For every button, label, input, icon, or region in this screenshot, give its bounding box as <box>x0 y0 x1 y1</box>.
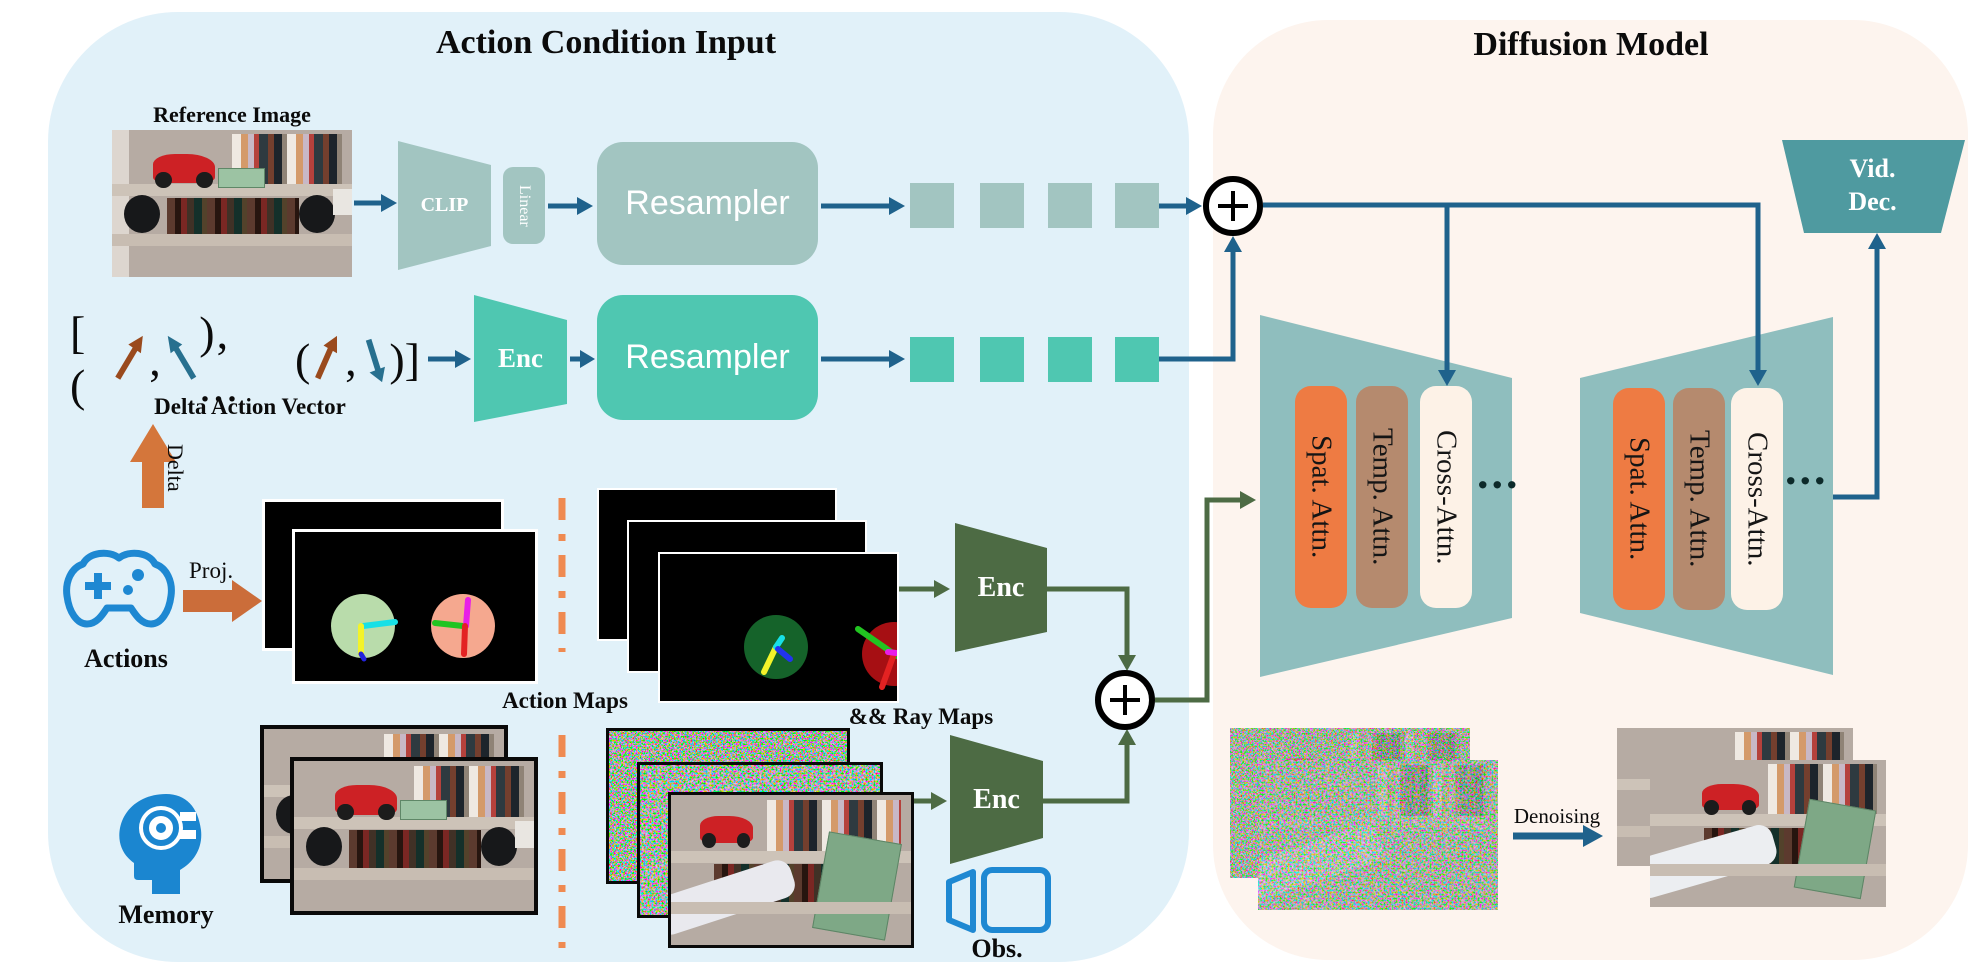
enc-action-label: Enc <box>497 343 543 373</box>
brain-memory-icon <box>119 794 202 894</box>
comma-2: , <box>345 333 357 385</box>
memory-label: Memory <box>118 900 214 929</box>
plus-circle-bottom <box>1095 670 1155 730</box>
delta-action-vector-label: Delta Action Vector <box>154 394 346 419</box>
token-gray-3 <box>1048 183 1092 228</box>
delta-up-arrow <box>130 424 176 508</box>
left-panel-title: Action Condition Input <box>435 24 777 61</box>
vid-dec-label: Vid. Dec. <box>1848 154 1897 216</box>
action-map-front <box>292 529 538 684</box>
unet2-ellipsis: ... <box>1785 443 1829 494</box>
unet2-cross-attn-pill: Cross-Attn. <box>1731 388 1783 610</box>
token-teal-3 <box>1048 337 1092 382</box>
reference-image <box>112 130 352 277</box>
green-arrows <box>898 491 1256 810</box>
enc-obs-label: Enc <box>973 783 1020 815</box>
bracket-close: )] <box>389 333 420 385</box>
unet1-spat-attn-pill: Spat. Attn. <box>1295 386 1347 608</box>
obs-label: Obs. <box>971 934 1023 963</box>
token-teal-1 <box>910 337 954 382</box>
comma-1: , <box>149 333 161 385</box>
resampler-top-box: Resampler <box>597 142 818 265</box>
token-teal-2 <box>980 337 1024 382</box>
enc-ray-label: Enc <box>977 571 1025 603</box>
ray-map-circles <box>744 615 897 690</box>
memory-photo-front <box>290 757 538 915</box>
actions-label: Actions <box>84 644 168 673</box>
delta-arrow-label: Delta <box>163 444 188 492</box>
arrow-nw-blue-icon <box>167 335 196 380</box>
denoised-photo-front <box>1650 760 1886 907</box>
arrow-down-blue-icon <box>365 338 385 383</box>
arrow-ne-brown-icon <box>114 335 143 380</box>
enc-action-trapezoid <box>474 295 567 422</box>
video-camera-icon <box>946 867 1051 933</box>
arrow-ne-brown-2-icon <box>315 335 338 380</box>
ray-map-front <box>658 552 899 703</box>
plus-circle-top <box>1203 176 1263 236</box>
action-map-circles <box>331 594 495 662</box>
token-gray-1 <box>910 183 954 228</box>
noisy-latent-front <box>1258 760 1498 910</box>
clip-label: CLIP <box>420 194 469 216</box>
denoising-label: Denoising <box>1513 804 1601 828</box>
paren-open-2: ( <box>295 333 311 385</box>
unet1-ellipsis: ... <box>1477 447 1521 498</box>
vid-dec-trapezoid <box>1782 140 1965 233</box>
linear-box: Linear <box>503 167 545 244</box>
enc-obs-trapezoid <box>950 735 1043 864</box>
ray-maps-label: && Ray Maps <box>848 704 994 729</box>
right-panel-title: Diffusion Model <box>1473 26 1709 63</box>
unet1-temp-attn-pill: Temp. Attn. <box>1356 386 1408 608</box>
reference-image-label: Reference Image <box>153 102 311 127</box>
token-teal-4 <box>1115 337 1159 382</box>
enc-ray-trapezoid <box>955 523 1047 652</box>
resampler-bottom-box: Resampler <box>597 295 818 420</box>
unet2-spat-attn-pill: Spat. Attn. <box>1613 388 1665 610</box>
observation-photo <box>668 792 914 948</box>
proj-right-arrow <box>183 580 262 622</box>
action-maps-label: Action Maps <box>502 688 628 713</box>
unet2-temp-attn-pill: Temp. Attn. <box>1673 388 1725 610</box>
mid-text: ), ... <box>199 307 240 411</box>
proj-label: Proj. <box>189 558 234 583</box>
unet1-cross-attn-pill: Cross-Attn. <box>1420 386 1472 608</box>
gamepad-icon <box>63 549 175 628</box>
delta-action-vector-expression: [ ( , ), ... ( , )] <box>70 307 420 411</box>
token-gray-2 <box>980 183 1024 228</box>
blue-arrows <box>354 194 1886 847</box>
token-gray-4 <box>1115 183 1159 228</box>
clip-trapezoid <box>398 141 491 270</box>
bracket-open: [ ( <box>70 307 86 411</box>
